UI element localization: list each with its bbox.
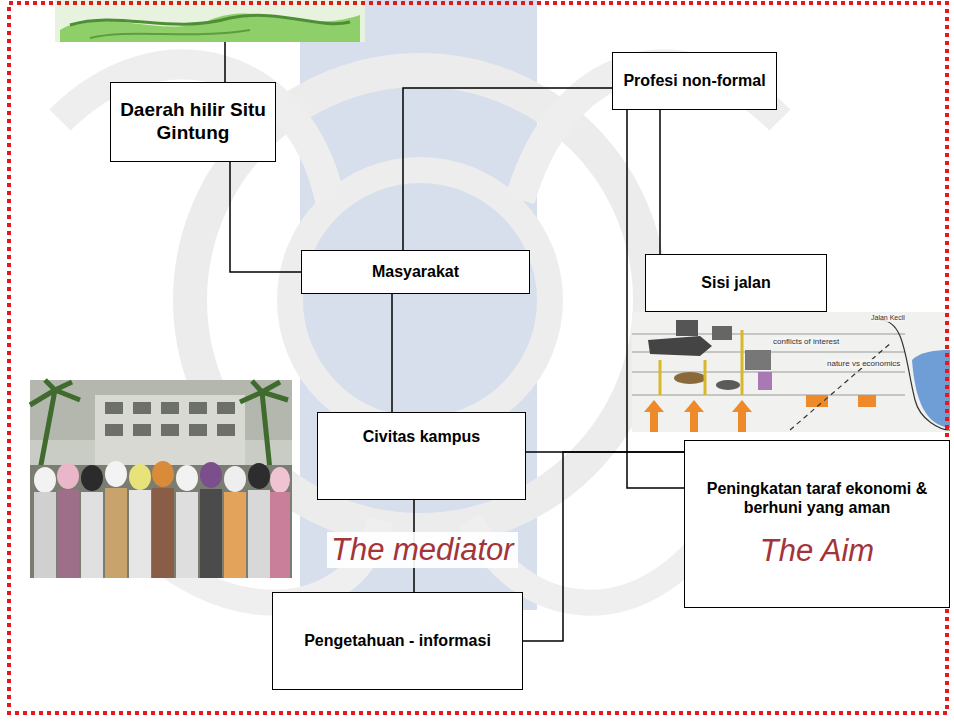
connector-line [391,294,393,412]
student-photo [30,380,292,578]
street-sketch [632,312,950,432]
student-photo [105,402,123,414]
connector-line [230,162,301,272]
green-map-image [55,0,365,82]
node-text: Peningkatan taraf ekonomi & berhuni yang… [693,479,941,517]
goal-box: Peningkatan taraf ekonomi & berhuni yang… [684,440,950,608]
street-sketch [684,400,704,432]
node-text: Masyarakat [372,262,459,281]
student-photo [105,461,127,487]
student-photo [81,465,103,491]
student-photo [81,492,103,578]
student-photo [200,462,222,488]
student-photo [224,466,246,492]
student-photo [57,463,79,489]
student-photo [34,461,290,578]
student-photo [30,380,292,440]
street-sketch [732,400,752,432]
node-text: Pengetahuan - informasi [304,631,491,650]
street-sketch [716,380,740,390]
process-box: Pengetahuan - informasi [272,592,523,690]
student-photo [30,380,292,578]
role-label: The mediator [327,532,518,568]
street-sketch [632,334,905,335]
student-photo [248,490,270,578]
street-sketch [704,360,707,395]
student-photo [217,402,235,414]
street-sketch [806,395,828,407]
student-photo [152,461,174,487]
student-photo [189,424,207,436]
street-sketch [660,330,742,395]
street-sketch [644,400,664,432]
green-map-image [55,0,365,42]
watermark [290,170,550,430]
student-photo [161,402,179,414]
student-photo [176,492,198,578]
street-sketch [676,320,698,336]
student-photo [57,490,79,578]
student-photo [129,490,151,578]
green-map-image [70,15,350,25]
connector-line [403,88,612,250]
street-sketch [644,395,876,432]
street-sketch [912,350,950,428]
street-sketch [712,326,732,340]
place-box: Daerah hilir Situ Gintung [110,82,276,162]
student-photo [240,381,288,470]
street-sketch [758,372,772,390]
aim-heading: The Aim [760,532,874,569]
student-photo [270,492,290,578]
student-photo [200,489,222,578]
node-text: Daerah hilir Situ Gintung [119,99,267,145]
student-photo [105,402,235,436]
green-map-image [90,30,250,38]
student-photo [176,465,198,491]
student-photo [152,488,174,578]
student-photo [105,424,123,436]
student-photo [95,395,245,465]
watermark [520,64,780,200]
green-map-image [224,42,226,82]
sketch-label: nature vs economics [826,359,901,368]
node-text: Sisi jalan [701,273,770,292]
sketch-label: Jalan Kecil [870,314,906,322]
student-photo [129,464,151,490]
sketch-label: conflicts of interest [772,337,840,346]
node-text: Civitas kampus [363,427,480,446]
street-sketch [659,360,662,395]
street-sketch [858,395,876,407]
student-photo [133,424,151,436]
process-box: Sisi jalan [645,254,827,312]
process-box: Civitas kampus [317,412,526,500]
street-sketch [648,336,712,356]
street-sketch [745,350,771,370]
street-sketch [632,312,950,432]
student-photo [133,402,151,414]
student-photo [224,492,246,578]
student-photo [270,467,290,493]
student-photo [105,488,127,578]
process-box: Masyarakat [301,250,530,294]
watermark [60,64,330,200]
connector-line [523,452,684,641]
student-photo [34,467,56,493]
street-sketch [790,342,892,430]
student-photo [161,424,179,436]
student-photo [217,424,235,436]
street-sketch [674,372,706,384]
student-photo [189,402,207,414]
street-sketch [741,330,744,395]
street-sketch [880,320,950,430]
student-photo [30,380,80,470]
process-box: Profesi non-formal [612,52,777,110]
node-text: Profesi non-formal [623,71,765,90]
student-photo [34,492,56,578]
student-photo [248,463,270,489]
green-map-image [60,14,360,42]
connector-line [659,110,661,254]
